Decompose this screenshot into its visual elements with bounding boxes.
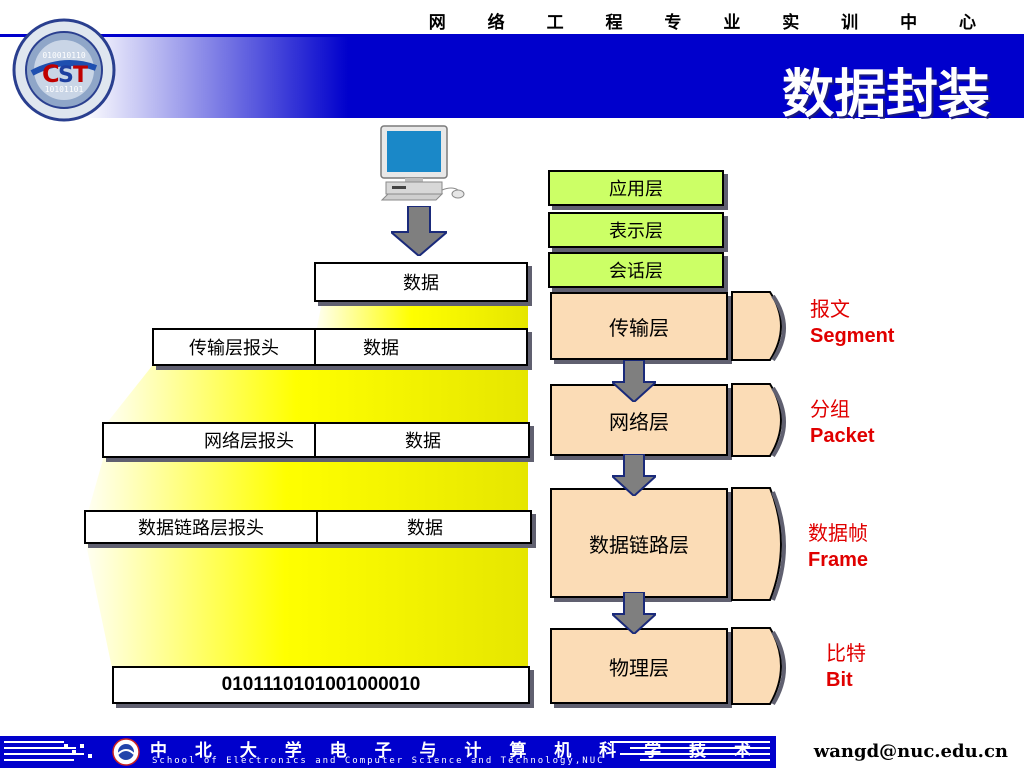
down-arrow-icon: [612, 592, 656, 634]
layer-transport: 传输层: [550, 292, 728, 360]
segment-data-label: 数据: [314, 330, 526, 364]
datalink-header-label: 数据链路层报头: [138, 518, 264, 539]
chevron-right-icon: [731, 487, 786, 601]
data-label: 数据: [403, 273, 439, 294]
nuc-emblem-icon: [112, 738, 140, 766]
pdu-packet: 分组 Packet: [810, 396, 875, 450]
layer-presentation: 表示层: [548, 212, 724, 248]
pdu-bit-en: Bit: [826, 669, 853, 691]
transport-header-label: 传输层报头: [189, 338, 279, 359]
pdu-bit: 比特 Bit: [826, 640, 866, 694]
pdu-segment-cn: 报文: [810, 297, 850, 321]
layer-datalink: 数据链路层: [550, 488, 728, 598]
svg-text:S: S: [58, 63, 74, 88]
chevron-right-icon: [731, 627, 786, 706]
network-header-label: 网络层报头: [204, 431, 294, 452]
footer-school-cn: 中 北 大 学 电 子 与 计 算 机 科 学 技 术 学 院: [150, 741, 852, 761]
cst-logo: 010010110 10101101 C S T: [12, 18, 116, 122]
pdu-segment-en: Segment: [810, 325, 895, 347]
down-arrow-icon: [612, 454, 656, 496]
encapsulation-funnels: [86, 302, 528, 668]
pdu-packet-en: Packet: [810, 425, 875, 447]
footer-school-en: School of Electronics and Computer Scien…: [152, 756, 605, 766]
down-arrow-icon: [391, 206, 447, 256]
down-arrow-icon: [612, 360, 656, 402]
pdu-packet-cn: 分组: [810, 397, 850, 421]
bits-box: 0101110101001000010: [112, 666, 530, 704]
frame-box: 数据链路层报头 数据: [84, 510, 532, 544]
chevron-right-icon: [731, 383, 786, 458]
pdu-frame-cn: 数据帧: [808, 521, 868, 545]
frame-data-label: 数据: [316, 512, 532, 542]
pdu-segment: 报文 Segment: [810, 296, 894, 350]
svg-text:10101101: 10101101: [45, 85, 84, 94]
layer-application: 应用层: [548, 170, 724, 206]
bit-stream: 0101110101001000010: [221, 674, 421, 695]
svg-text:010010110: 010010110: [42, 51, 86, 60]
layer-session: 会话层: [548, 252, 724, 288]
computer-icon: [380, 125, 465, 201]
chevron-right-icon: [731, 291, 786, 362]
packet-data-label: 数据: [314, 424, 530, 456]
svg-text:T: T: [73, 63, 88, 88]
pdu-bit-cn: 比特: [826, 641, 866, 665]
layer-physical: 物理层: [550, 628, 728, 704]
pdu-frame-en: Frame: [808, 549, 869, 571]
pdu-frame: 数据帧 Frame: [808, 520, 868, 574]
footer-email: wangd@nuc.edu.cn: [776, 736, 1024, 768]
footer-stripes: [4, 741, 770, 761]
slide-title: 数据封装: [781, 65, 990, 125]
segment-box: 传输层报头 数据: [152, 328, 528, 366]
packet-box: 网络层报头 数据: [102, 422, 530, 458]
training-center-name: 网 络 工 程 专 业 实 训 中 心: [428, 13, 994, 33]
header-band: [0, 34, 1024, 118]
data-box: 数据: [314, 262, 528, 302]
svg-text:C: C: [42, 60, 60, 88]
